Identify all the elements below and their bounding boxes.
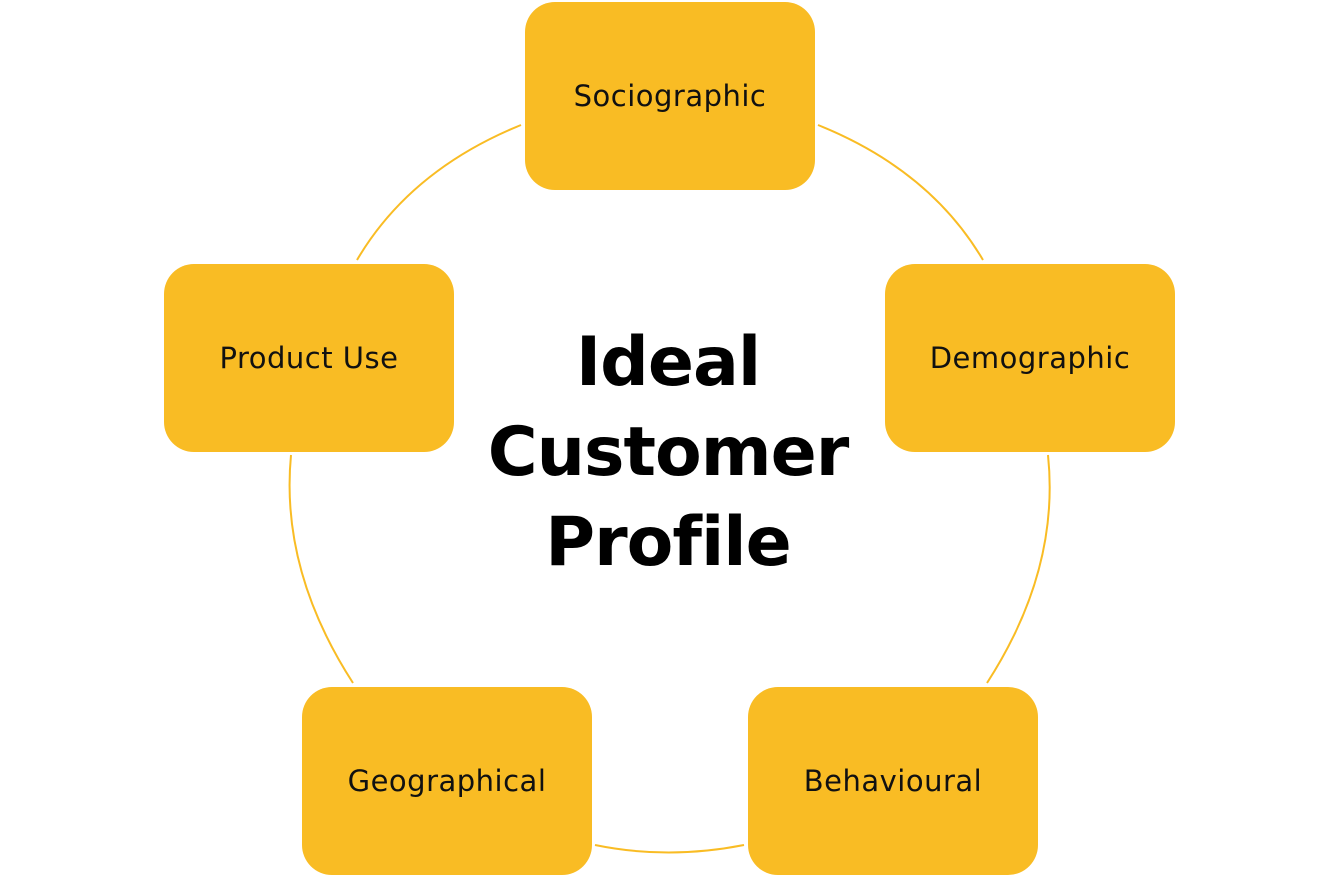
node-label-geographical: Geographical [347, 764, 547, 798]
center-title-line-1: Ideal [575, 323, 761, 402]
node-demographic: Demographic [885, 264, 1175, 452]
connector-behavioural-geographical [594, 844, 745, 854]
connector-demographic-behavioural [986, 454, 1051, 684]
center-title-line-2: Customer [487, 413, 850, 492]
node-label-demographic: Demographic [929, 341, 1131, 375]
node-label-behavioural: Behavioural [803, 764, 983, 798]
node-product-use: Product Use [164, 264, 454, 452]
center-title-line-3: Profile [545, 503, 791, 582]
node-behavioural: Behavioural [748, 687, 1038, 875]
node-sociographic: Sociographic [525, 2, 815, 190]
connector-sociographic-demographic [817, 124, 984, 261]
connector-product-use-sociographic [356, 124, 522, 261]
node-label-sociographic: Sociographic [573, 79, 767, 113]
node-label-product-use: Product Use [219, 341, 399, 375]
connector-geographical-product-use [288, 454, 354, 684]
center-title: Ideal Customer Profile [418, 318, 918, 588]
node-geographical: Geographical [302, 687, 592, 875]
